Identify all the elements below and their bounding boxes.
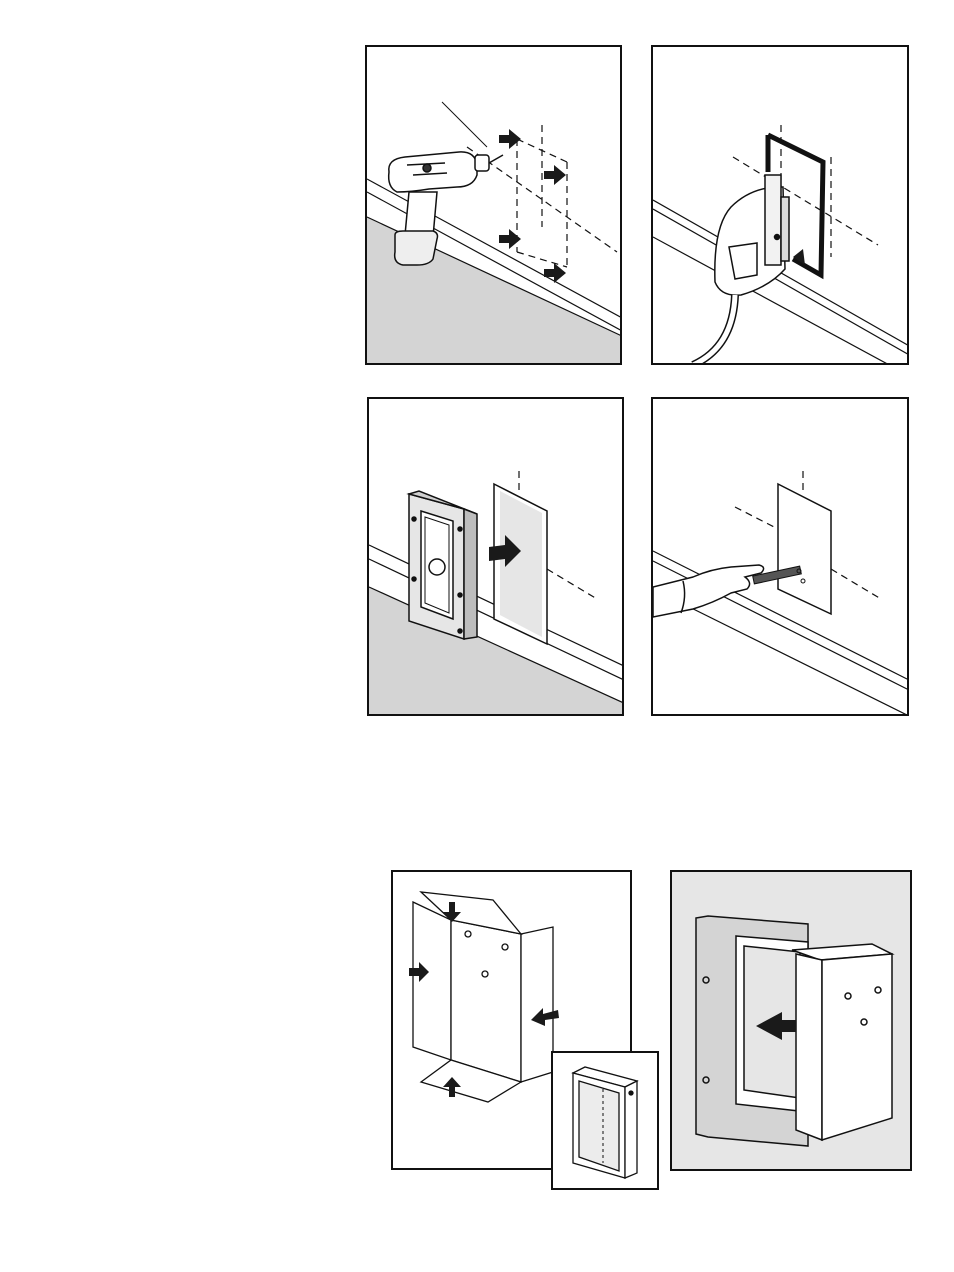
- jigsaw-icon: [715, 175, 789, 295]
- hand-icon: [653, 565, 764, 617]
- figure-insert-door-frame: [367, 397, 624, 716]
- frame-scene: [369, 399, 624, 716]
- door-frame-icon: [409, 491, 477, 639]
- clean-scene: [653, 399, 909, 716]
- drill-scene: [367, 47, 622, 365]
- figure-drill-pilot-holes: [365, 45, 622, 365]
- tunnel-box-inset: [553, 1053, 659, 1190]
- tunnel-install-scene: [672, 872, 912, 1171]
- figure-hand-clean-opening: [651, 397, 909, 716]
- figure-folded-tunnel-inset: [551, 1051, 659, 1190]
- figure-install-tunnel: [670, 870, 912, 1171]
- arrow-icon: [499, 129, 566, 283]
- tunnel-box-icon: [792, 944, 892, 1140]
- drill-icon: [389, 152, 503, 265]
- tunnel-box-icon: [573, 1067, 637, 1178]
- tunnel-blank-icon: [413, 892, 553, 1102]
- figure-jigsaw-cut-opening: [651, 45, 909, 365]
- jigsaw-scene: [653, 47, 909, 365]
